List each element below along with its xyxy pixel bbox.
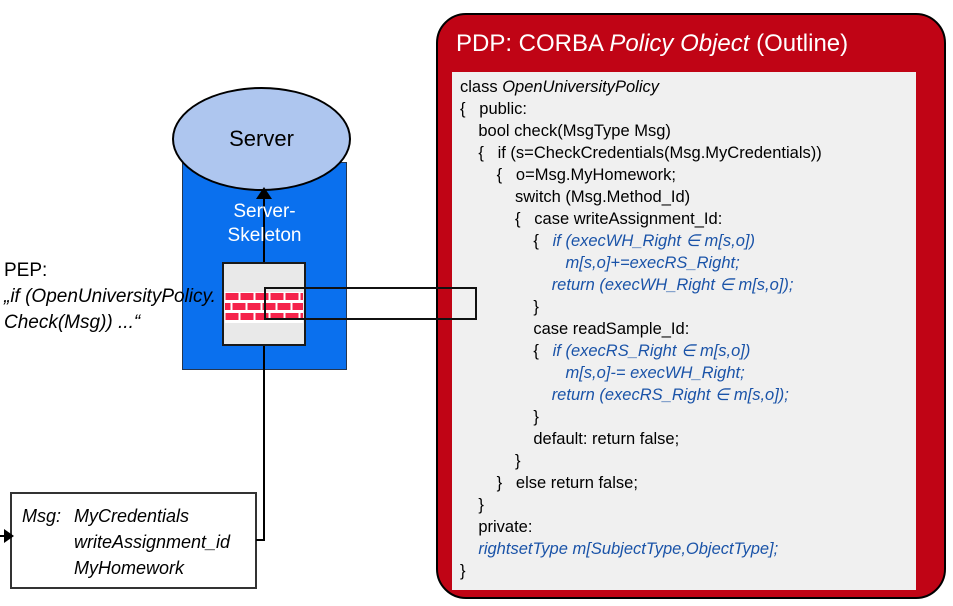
code-line: class OpenUniversityPolicy [460, 78, 659, 96]
server-skeleton-label-line1: Server- [233, 201, 296, 222]
code-line: default: return false; [460, 430, 680, 448]
code-line: } [460, 298, 539, 316]
code-line: { o=Msg.MyHomework; [460, 166, 676, 184]
code-line: } else return false; [460, 474, 638, 492]
code-line: } [460, 408, 539, 426]
msg-box-line1: MyCredentials [74, 506, 190, 526]
pep-annotation: PEP: „if (OpenUniversityPolicy. Check(Ms… [4, 258, 216, 336]
code-line: { if (execWH_Right ∈ m[s,o]) [460, 232, 755, 250]
server-ellipse: Server [172, 87, 351, 191]
code-block: class OpenUniversityPolicy { public: bool… [460, 76, 914, 582]
pdp-panel: PDP: CORBA Policy Object (Outline) class… [436, 13, 946, 599]
code-line: m[s,o]-= execWH_Right; [565, 364, 745, 382]
arrow-up-icon [256, 187, 272, 199]
msg-box-label: Msg: [22, 506, 62, 526]
code-line: return (execWH_Right ∈ m[s,o]); [551, 276, 794, 294]
message-flow-line-jog [256, 539, 265, 541]
pdp-panel-title: PDP: CORBA Policy Object (Outline) [456, 30, 848, 58]
code-line: { if (execRS_Right ∈ m[s,o]) [460, 342, 751, 360]
pep-to-pdp-callout [264, 287, 477, 320]
message-flow-line [263, 198, 265, 541]
code-line: switch (Msg.Method_Id) [460, 188, 691, 206]
incoming-message-line [0, 535, 6, 537]
code-line: m[s,o]+=execRS_Right; [565, 254, 740, 272]
server-skeleton-label: Server- Skeleton [182, 200, 347, 248]
code-line: { case writeAssignment_Id: [460, 210, 723, 228]
code-line: bool check(MsgType Msg) [460, 122, 671, 140]
pdp-code-panel: class OpenUniversityPolicy { public: bool… [452, 72, 916, 590]
code-line: { if (s=CheckCredentials(Msg.MyCredentia… [460, 144, 822, 162]
server-label: Server [229, 126, 294, 151]
code-line: return (execRS_Right ∈ m[s,o]); [551, 386, 789, 404]
pep-annotation-line2: Check(Msg)) ...“ [4, 312, 141, 333]
code-line: private: [460, 518, 533, 536]
code-line: case readSample_Id: [460, 320, 690, 338]
msg-box-lines: MyCredentials writeAssignment_id MyHomew… [74, 503, 230, 587]
pdp-title-prefix: PDP: CORBA [456, 30, 610, 57]
pep-annotation-line1: „if (OpenUniversityPolicy. [4, 286, 216, 307]
code-line: { public: [460, 100, 527, 118]
code-line: } [460, 452, 521, 470]
code-line: } [460, 562, 466, 580]
server-skeleton-label-line2: Skeleton [227, 225, 302, 246]
pdp-title-suffix: (Outline) [749, 30, 849, 57]
pep-annotation-title: PEP: [4, 260, 48, 281]
msg-box-line3: MyHomework [74, 558, 185, 578]
code-line: rightsetType m[SubjectType,ObjectType]; [478, 540, 779, 558]
msg-box-line2: writeAssignment_id [74, 532, 231, 552]
arrow-right-icon [4, 529, 14, 543]
msg-box: Msg: MyCredentials writeAssignment_id My… [10, 492, 257, 589]
code-line: } [460, 496, 484, 514]
pdp-title-italic: Policy Object [609, 30, 750, 57]
